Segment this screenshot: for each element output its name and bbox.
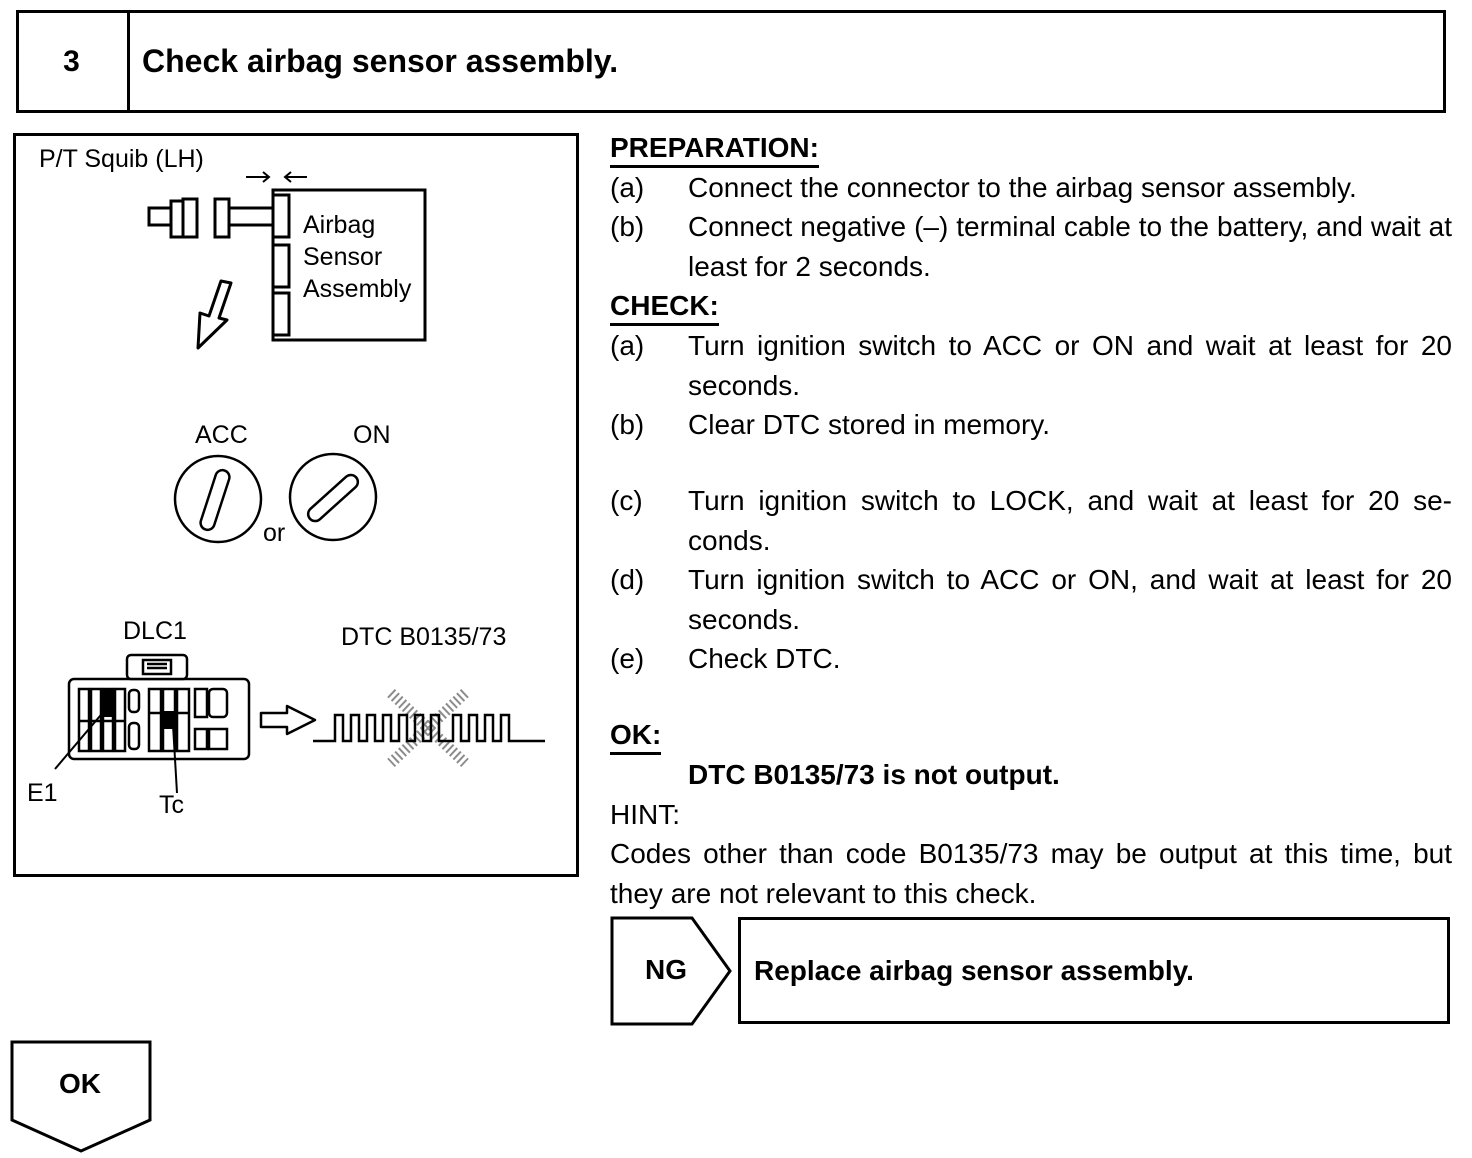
list-item: (b) Connect negative (–) terminal cable …	[610, 207, 1452, 286]
e1-terminal	[103, 689, 113, 717]
acc-label: ACC	[195, 423, 248, 449]
mating-connector-icon	[213, 197, 277, 239]
ng-action-box	[738, 917, 1450, 1024]
down-arrow-icon	[196, 279, 233, 350]
ng-label: NG	[645, 954, 687, 985]
squib-connector-icon	[147, 197, 199, 239]
list-item: (b) Clear DTC stored in memory.	[610, 405, 1452, 444]
item-label: (b)	[610, 211, 645, 243]
sensor-label-line-3: Assembly	[303, 277, 412, 303]
item-text: Turn ignition switch to ACC or ON, and w…	[688, 564, 1452, 635]
list-item: (a) Connect the connector to the airbag …	[610, 168, 1452, 207]
step-title: Check airbag sensor assembly.	[142, 43, 619, 79]
list-item: (c) Turn ignition switch to LOCK, and wa…	[610, 481, 1452, 560]
hint-text: Codes other than code B0135/73 may be ou…	[610, 838, 1452, 909]
step-header-box	[16, 10, 1446, 113]
airbag-sensor-box	[271, 188, 427, 342]
tc-label: Tc	[159, 793, 184, 819]
ok-heading: OK:	[610, 718, 662, 756]
item-text: Turn ignition switch to ACC or ON and wa…	[688, 330, 1452, 401]
output-arrow-icon	[259, 704, 317, 736]
or-label: or	[263, 521, 286, 547]
dtc-label: DTC B0135/73	[341, 625, 507, 651]
dtc-waveform	[313, 713, 545, 743]
list-item: (e) Check DTC.	[610, 639, 1452, 678]
hint-heading: HINT:	[610, 798, 680, 830]
item-text: Turn ignition switch to LOCK, and wait a…	[688, 485, 1452, 556]
squib-label: P/T Squib (LH)	[39, 147, 204, 173]
sensor-terminals	[271, 193, 291, 337]
dlc1-label: DLC1	[123, 619, 187, 645]
ng-action: Replace airbag sensor assembly.	[754, 954, 1194, 986]
check-heading: CHECK:	[610, 289, 719, 327]
illustration: P/T Squib (LH) Airbag Sensor Assembly AC…	[27, 147, 545, 819]
item-label: (c)	[610, 485, 643, 517]
list-item: (d) Turn ignition switch to ACC or ON, a…	[610, 560, 1452, 639]
sensor-label-line-1: Airbag	[303, 213, 376, 239]
terminal-leaders	[54, 702, 178, 794]
item-label: (b)	[610, 409, 645, 441]
on-label: ON	[353, 423, 391, 449]
ng-arrow-shape	[610, 916, 732, 1026]
tc-terminal	[163, 711, 177, 729]
ok-arrow-shape	[10, 1040, 152, 1153]
e1-label: E1	[27, 781, 58, 807]
item-label: (a)	[610, 172, 645, 203]
list-item: (a) Turn ignition switch to ACC or ON an…	[610, 326, 1452, 405]
on-key-icon	[288, 452, 378, 542]
item-text: Connect negative (–) terminal cable to t…	[688, 211, 1452, 282]
item-label: (d)	[610, 564, 645, 596]
connect-arrows-icon	[246, 171, 307, 183]
procedure-text: PREPARATION: (a) Connect the connector t…	[610, 128, 1452, 913]
acc-key-icon	[173, 454, 263, 544]
item-text: Check DTC.	[688, 643, 841, 675]
item-label: (a)	[610, 330, 645, 362]
ok-result: DTC B0135/73 is not output.	[688, 759, 1060, 791]
illustration-frame	[13, 133, 579, 877]
item-label: (e)	[610, 643, 645, 675]
dlc1-connector-icon	[67, 653, 251, 761]
cross-out-mark	[387, 689, 469, 767]
preparation-heading: PREPARATION:	[610, 131, 819, 168]
item-text: Connect the connector to the airbag sens…	[688, 172, 1357, 203]
sensor-label-line-2: Sensor	[303, 245, 383, 271]
ok-label: OK	[59, 1068, 101, 1099]
step-number: 3	[16, 10, 130, 113]
item-text: Clear DTC stored in memory.	[688, 409, 1051, 441]
